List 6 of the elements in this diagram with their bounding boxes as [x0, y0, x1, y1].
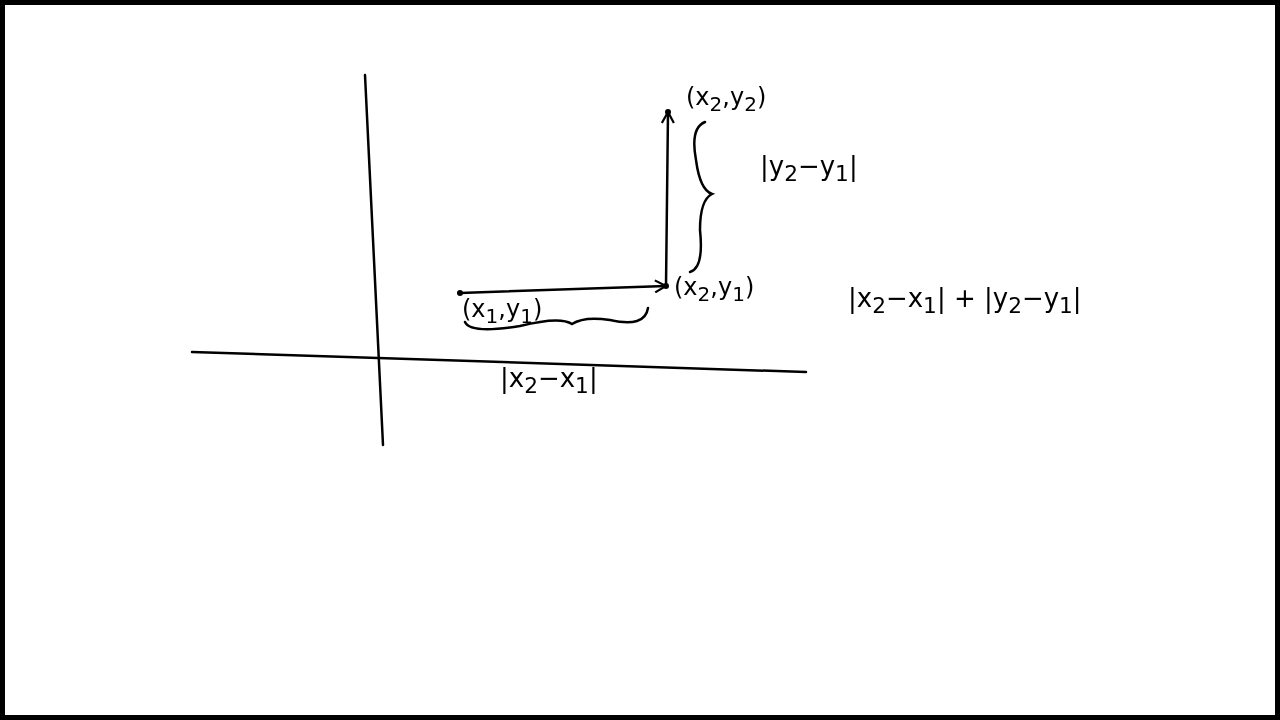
coordinate-label: (x$_{2}$,y$_{1}$)	[674, 272, 755, 308]
coordinate-label: (x$_{1}$,y$_{1}$)	[462, 294, 543, 330]
distance-label: |y$_{2}$−y$_{1}$|	[760, 150, 858, 189]
distance-label: |x$_{2}$−x$_{1}$|	[500, 362, 598, 401]
coordinate-label: (x$_{2}$,y$_{2}$)	[686, 82, 767, 118]
formula-label: |x$_{2}$−x$_{1}$| + |y$_{2}$−y$_{1}$|	[848, 282, 1082, 321]
